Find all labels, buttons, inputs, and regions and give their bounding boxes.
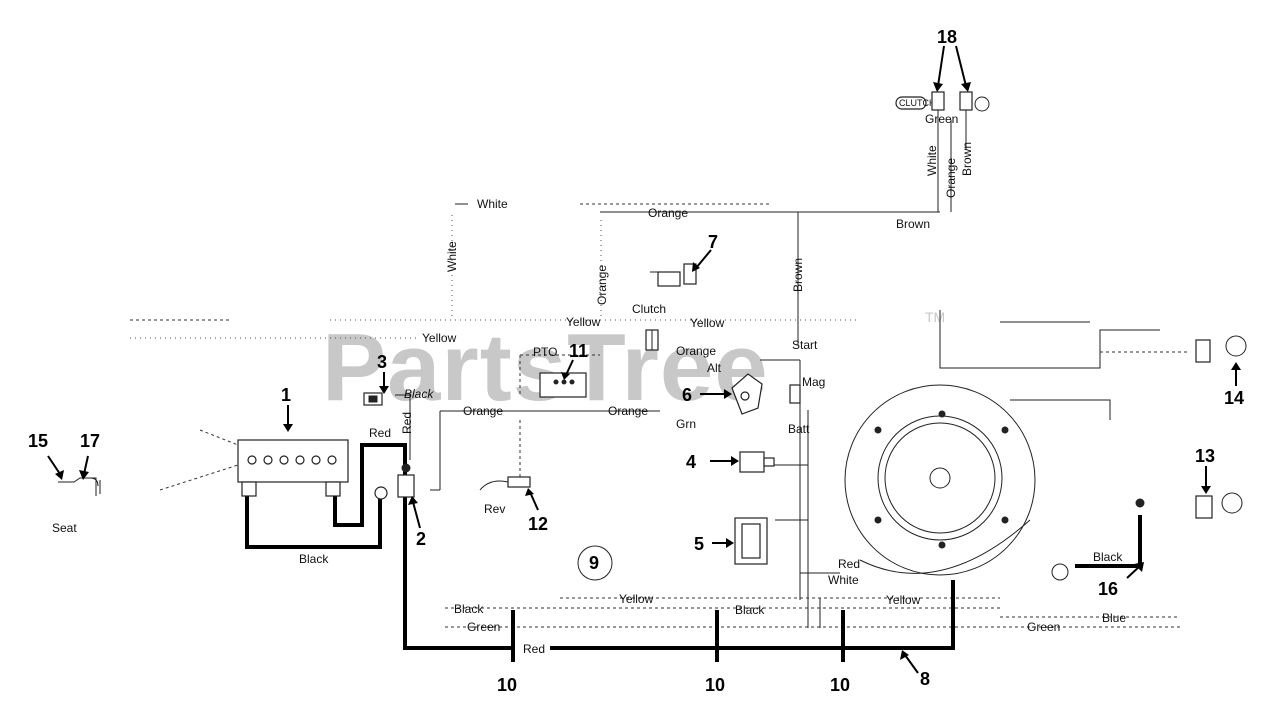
wire-black-batt: Black <box>299 552 329 566</box>
wire-orange-mid-1: Orange <box>463 404 503 418</box>
callout-14: 14 <box>1224 388 1244 408</box>
callout-arrows <box>47 45 1241 674</box>
wire-white-engine: White <box>828 573 859 587</box>
ignition-switch <box>731 373 801 415</box>
callout-6: 6 <box>682 385 692 405</box>
wire-red-batt: Red <box>369 426 391 440</box>
wire-white-18: White <box>925 145 939 176</box>
callout-5: 5 <box>694 534 704 554</box>
label-mag: Mag <box>802 375 825 389</box>
label-green-top: Green <box>925 112 958 126</box>
wire-red-engine: Red <box>838 557 860 571</box>
wire-orange-vert: Orange <box>595 265 609 305</box>
watermark-text: PartsTree <box>322 314 769 421</box>
battery <box>159 429 349 497</box>
callout-10-a: 10 <box>497 675 517 695</box>
item-13-component <box>1135 492 1243 519</box>
wire-green-bottom-2: Green <box>1027 620 1060 634</box>
callout-2: 2 <box>416 529 426 549</box>
label-grn: Grn <box>676 417 696 431</box>
label-clutch: Clutch <box>632 302 666 316</box>
callout-16: 16 <box>1098 579 1118 599</box>
wire-black-bottom-1: Black <box>454 602 484 616</box>
callout-12: 12 <box>528 514 548 534</box>
label-start: Start <box>792 338 818 352</box>
circle-9 <box>577 545 613 581</box>
callout-11: 11 <box>569 341 588 361</box>
light-switch <box>739 451 775 473</box>
wire-white-vert: White <box>445 241 459 272</box>
label-alt: Alt <box>707 361 722 375</box>
callout-7: 7 <box>708 232 718 252</box>
wire-orange-mid-2: Orange <box>608 404 648 418</box>
reverse-switch <box>479 476 531 491</box>
label-seat: Seat <box>52 521 77 535</box>
wire-yellow-bottom-1: Yellow <box>619 592 654 606</box>
wire-yellow-bottom-2: Yellow <box>886 593 921 607</box>
callout-4: 4 <box>686 452 696 472</box>
wire-blue-bottom: Blue <box>1102 611 1126 625</box>
callout-1: 1 <box>281 385 291 405</box>
wire-yellow-left: Yellow <box>422 331 457 345</box>
ground-lug <box>374 486 388 500</box>
callout-3: 3 <box>377 352 387 372</box>
wire-orange-top: Orange <box>648 206 688 220</box>
partstree-watermark: PartsTree TM <box>322 309 945 421</box>
label-rev: Rev <box>484 502 505 516</box>
callout-10-c: 10 <box>830 675 850 695</box>
engine-flywheel <box>844 310 1190 581</box>
wire-yellow-right: Yellow <box>690 316 725 330</box>
wire-red-bottom: Red <box>523 642 545 656</box>
module-5 <box>734 517 768 565</box>
component-labels: Seat Rev PTO Clutch Start Alt Mag Batt G… <box>52 112 958 535</box>
label-pto: PTO <box>533 345 557 359</box>
wire-white-top: White <box>477 197 508 211</box>
clutch-switch <box>650 263 697 287</box>
wire-black-16: Black <box>1093 550 1123 564</box>
heavy-cables <box>245 443 1142 662</box>
item-18-components: CLUTCH <box>895 91 990 112</box>
wire-orange-alt: Orange <box>676 344 716 358</box>
wire-orange-18: Orange <box>944 158 958 198</box>
callout-8: 8 <box>920 669 930 689</box>
fuse-holder <box>363 392 383 406</box>
thin-wires <box>130 110 1180 628</box>
wire-brown-18: Brown <box>960 142 974 176</box>
callout-17: 17 <box>80 431 100 451</box>
callout-18: 18 <box>937 27 957 47</box>
watermark-tm: TM <box>925 309 945 325</box>
wire-black-bottom-2: Black <box>735 603 765 617</box>
clutch-connector <box>645 329 659 351</box>
callout-numbers: 1 2 3 4 5 6 7 8 9 10 10 10 11 12 13 14 1… <box>28 27 1244 695</box>
clutch-box-label: CLUTCH <box>899 98 936 108</box>
seat-switch <box>58 477 101 496</box>
callout-9: 9 <box>589 553 599 573</box>
label-batt: Batt <box>788 422 810 436</box>
wire-red-vert: Red <box>400 412 414 434</box>
solenoid <box>397 463 415 498</box>
wire-black-3: Black <box>404 387 434 401</box>
wire-labels: White Orange Brown White Orange Brown Br… <box>299 142 1126 656</box>
wire-brown-vert: Brown <box>791 258 805 292</box>
wire-brown-top: Brown <box>896 217 930 231</box>
callout-15: 15 <box>28 431 48 451</box>
wire-green-bottom-1: Green <box>467 620 500 634</box>
callout-13: 13 <box>1195 446 1215 466</box>
callout-10-b: 10 <box>705 675 725 695</box>
item-14-component <box>1195 335 1247 363</box>
wire-yellow-mid: Yellow <box>566 315 601 329</box>
